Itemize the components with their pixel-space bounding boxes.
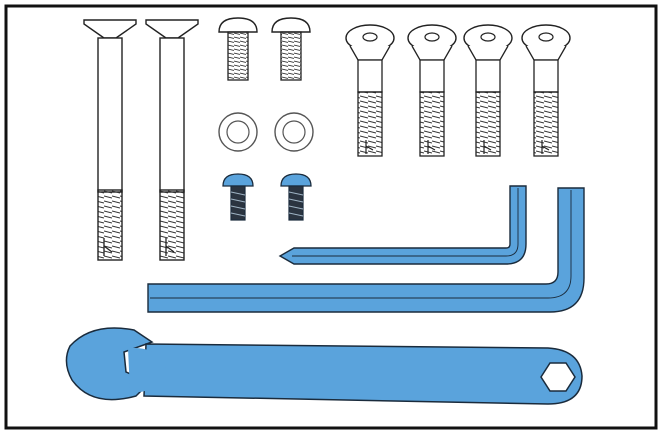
flat-head-socket-bolt xyxy=(521,24,571,157)
flat-head-socket-bolt xyxy=(407,24,457,157)
large-hex-key xyxy=(147,187,585,313)
small-blue-screw xyxy=(280,173,312,221)
flat-head-socket-bolt xyxy=(345,24,395,157)
button-head-screw xyxy=(218,17,258,81)
flat-washer xyxy=(218,112,258,152)
small-hex-key xyxy=(278,185,527,265)
flat-head-socket-bolt xyxy=(463,24,513,157)
long-countersunk-bolt xyxy=(145,19,199,261)
wrench-hex-hole xyxy=(540,362,576,392)
flat-washer xyxy=(274,112,314,152)
long-countersunk-bolt xyxy=(83,19,137,261)
button-head-screw xyxy=(271,17,311,81)
small-blue-screw xyxy=(222,173,254,221)
wrench xyxy=(65,327,583,405)
